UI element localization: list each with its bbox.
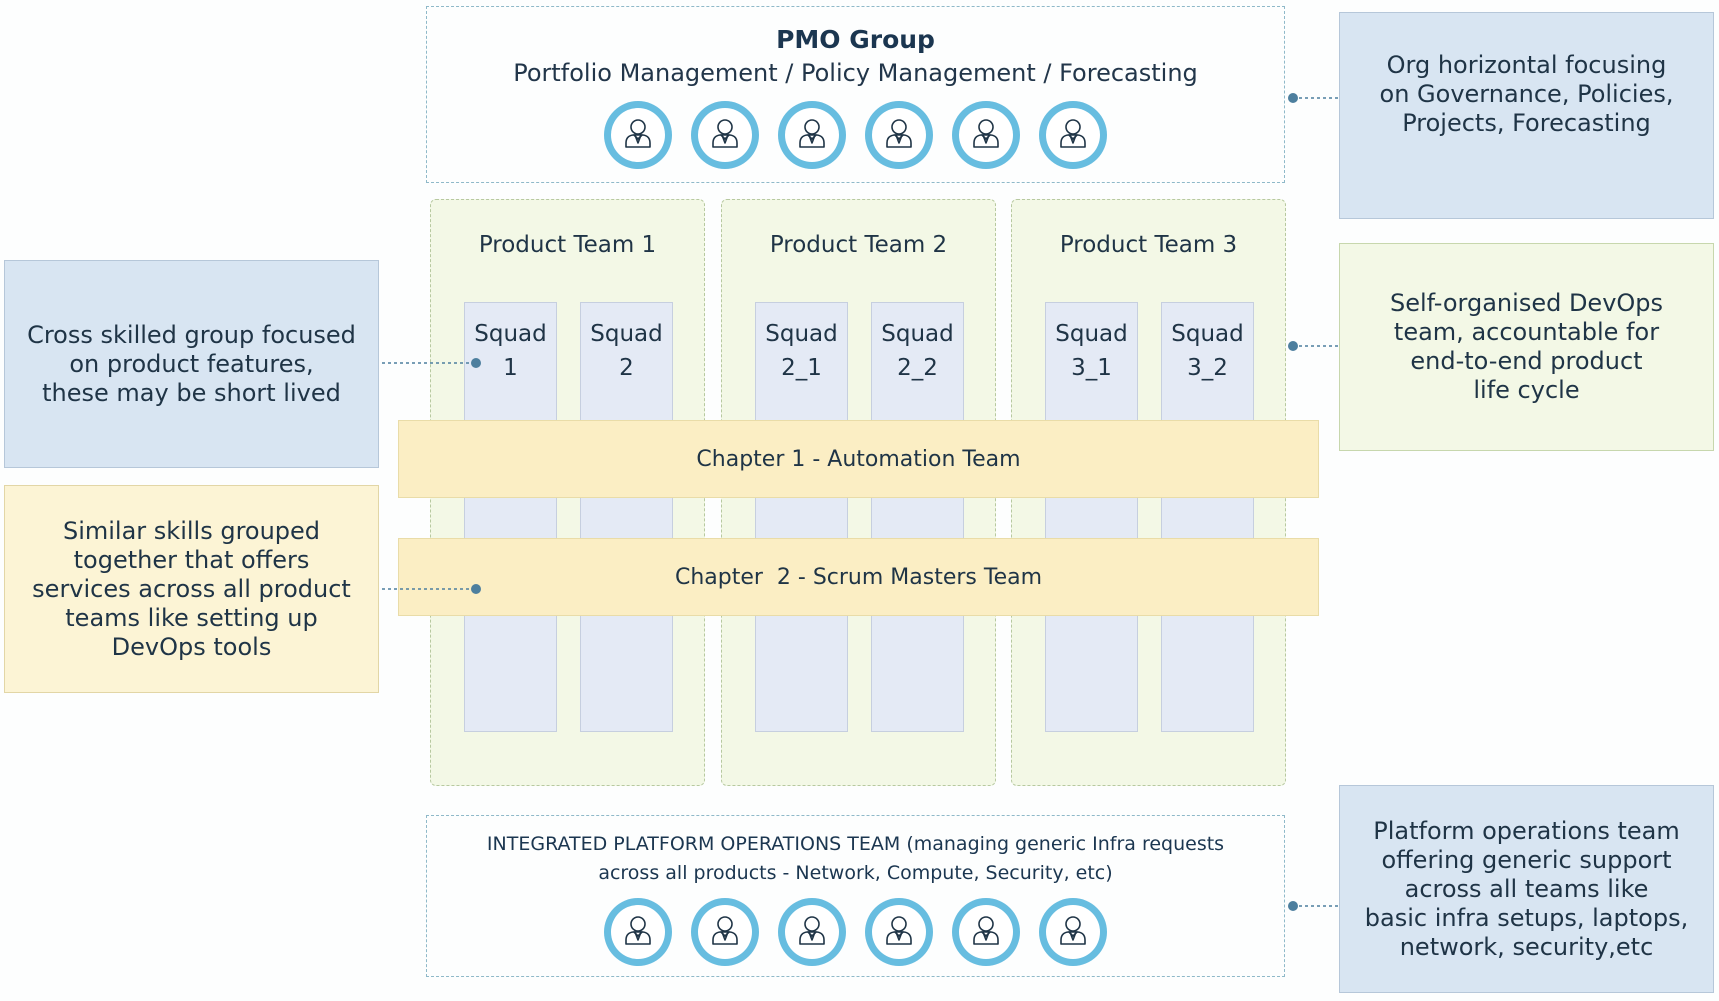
- squad-label: Squad 1: [474, 321, 547, 381]
- chapter-2-band: Chapter 2 - Scrum Masters Team: [398, 538, 1319, 616]
- connector-dot: [1288, 93, 1298, 103]
- person-icon: [952, 898, 1020, 966]
- squad-label: Squad 2_2: [881, 321, 954, 381]
- chapter-1-band: Chapter 1 - Automation Team: [398, 420, 1319, 498]
- person-glyph: [625, 119, 651, 148]
- squad-box: Squad 2_2: [871, 302, 964, 732]
- connector-dot: [1288, 341, 1298, 351]
- platform-ops-title: INTEGRATED PLATFORM OPERATIONS TEAM (man…: [486, 833, 1225, 884]
- person-icon: [1039, 101, 1107, 169]
- pmo-members: [427, 101, 1284, 169]
- person-icon: [865, 101, 933, 169]
- note-text: Platform operations team offering generi…: [1364, 816, 1689, 961]
- squad-box: Squad 3_2: [1161, 302, 1254, 732]
- person-glyph: [799, 119, 825, 148]
- person-icon: [691, 101, 759, 169]
- platform-ops-box: INTEGRATED PLATFORM OPERATIONS TEAM (man…: [426, 815, 1285, 977]
- person-glyph: [625, 916, 651, 945]
- note-similar-skills: Similar skills grouped together that off…: [4, 485, 379, 693]
- note-text: Self-organised DevOps team, accountable …: [1389, 289, 1664, 404]
- person-glyph: [1060, 916, 1086, 945]
- note-text: Similar skills grouped together that off…: [32, 516, 351, 661]
- squad-label: Squad 3_2: [1171, 321, 1244, 381]
- person-icon: [952, 101, 1020, 169]
- person-icon: [604, 101, 672, 169]
- note-platform-ops: Platform operations team offering generi…: [1339, 785, 1714, 993]
- person-icon: [778, 101, 846, 169]
- note-text: Cross skilled group focused on product f…: [27, 320, 356, 407]
- person-glyph: [973, 916, 999, 945]
- person-glyph: [1060, 119, 1086, 148]
- note-cross-skilled: Cross skilled group focused on product f…: [4, 260, 379, 468]
- connector-dot: [1288, 901, 1298, 911]
- pmo-group-box: PMO Group Portfolio Management / Policy …: [426, 6, 1285, 183]
- product-team-title: Product Team 1: [478, 232, 657, 258]
- person-glyph: [799, 916, 825, 945]
- squad-label: Squad 2_1: [765, 321, 838, 381]
- squad-box: Squad 3_1: [1045, 302, 1138, 732]
- pmo-group-title: PMO Group: [776, 25, 935, 54]
- squad-box: Squad 1: [464, 302, 557, 732]
- platform-ops-members: [427, 898, 1284, 966]
- person-glyph: [886, 916, 912, 945]
- person-icon: [778, 898, 846, 966]
- squad-label: Squad 2: [590, 321, 663, 381]
- note-devops-team: Self-organised DevOps team, accountable …: [1339, 243, 1714, 451]
- person-icon: [1039, 898, 1107, 966]
- pmo-group-subtitle: Portfolio Management / Policy Management…: [513, 59, 1198, 87]
- squad-box: Squad 2_1: [755, 302, 848, 732]
- person-glyph: [973, 119, 999, 148]
- person-icon: [691, 898, 759, 966]
- person-glyph: [886, 119, 912, 148]
- note-text: Org horizontal focusing on Governance, P…: [1379, 51, 1674, 137]
- person-glyph: [712, 119, 738, 148]
- squad-label: Squad 3_1: [1055, 321, 1128, 381]
- person-icon: [604, 898, 672, 966]
- product-team-title: Product Team 3: [1059, 232, 1238, 258]
- product-team-title: Product Team 2: [769, 232, 948, 258]
- person-icon: [865, 898, 933, 966]
- squad-box: Squad 2: [580, 302, 673, 732]
- note-org-horizontal: Org horizontal focusing on Governance, P…: [1339, 12, 1714, 219]
- person-glyph: [712, 916, 738, 945]
